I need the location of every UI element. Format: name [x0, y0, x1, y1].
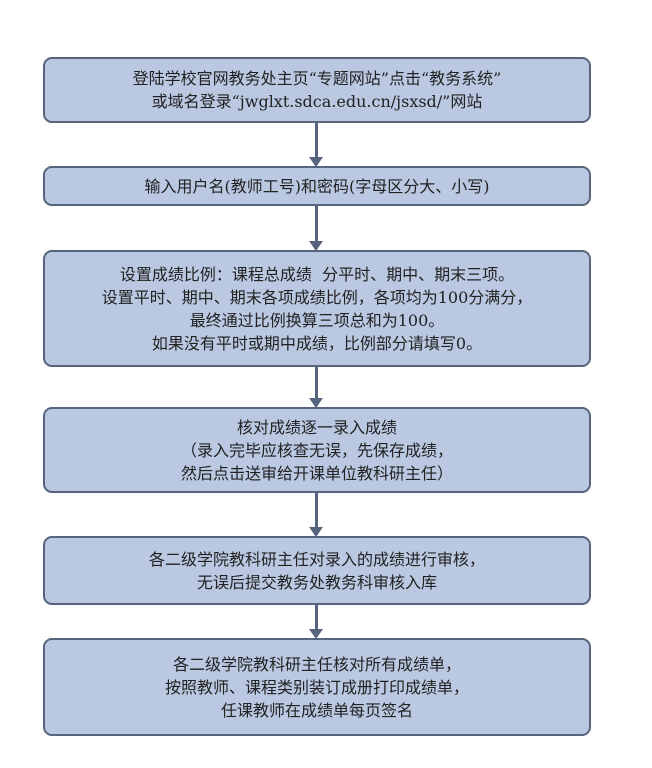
arrow-connector — [309, 123, 323, 167]
step-3-grade-ratio: 设置成绩比例：课程总成绩 分平时、期中、期末三项。 设置平时、期中、期末各项成绩… — [43, 250, 591, 367]
step-2-credentials: 输入用户名(教师工号)和密码(字母区分大、小写) — [43, 166, 591, 206]
arrow-connector — [309, 493, 323, 537]
step-text: 最终通过比例换算三项总和为100。 — [189, 310, 445, 330]
step-text: 如果没有平时或期中成绩，比例部分请填写0。 — [151, 333, 483, 353]
step-text: （录入完毕应核查无误，先保存成绩， — [180, 440, 453, 460]
arrow-connector — [309, 206, 323, 251]
step-text: 设置平时、期中、期末各项成绩比例，各项均为100分满分， — [101, 287, 533, 307]
step-text: 任课教师在成绩单每页签名 — [220, 700, 413, 720]
step-1-login: 登陆学校官网教务处主页“专题网站”点击“教务系统” 或域名登录“jwglxt.s… — [43, 57, 591, 123]
step-text: 无误后提交教务处教务科审核入库 — [196, 572, 437, 592]
step-text: 然后点击送审给开课单位教科研主任） — [180, 463, 453, 483]
step-text: 各二级学院教科研主任对录入的成绩进行审核， — [148, 549, 485, 569]
step-6-print-sign: 各二级学院教科研主任核对所有成绩单， 按照教师、课程类别装订成册打印成绩单， 任… — [43, 638, 591, 736]
step-text: 登陆学校官网教务处主页“专题网站”点击“教务系统” — [132, 69, 502, 88]
arrow-connector — [309, 367, 323, 408]
step-text: 按照教师、课程类别装订成册打印成绩单， — [164, 677, 469, 697]
step-text: 或域名登录“jwglxt.sdca.edu.cn/jsxsd/”网站 — [151, 92, 483, 111]
step-text: 输入用户名(教师工号)和密码(字母区分大、小写) — [144, 176, 490, 196]
step-text: 设置成绩比例：课程总成绩 分平时、期中、期末三项。 — [119, 264, 515, 284]
step-5-review: 各二级学院教科研主任对录入的成绩进行审核， 无误后提交教务处教务科审核入库 — [43, 536, 591, 605]
arrow-connector — [309, 605, 323, 639]
step-text: 核对成绩逐一录入成绩 — [236, 417, 397, 437]
step-text: 各二级学院教科研主任核对所有成绩单， — [172, 654, 461, 674]
step-4-enter-grades: 核对成绩逐一录入成绩 （录入完毕应核查无误，先保存成绩， 然后点击送审给开课单位… — [43, 407, 591, 493]
